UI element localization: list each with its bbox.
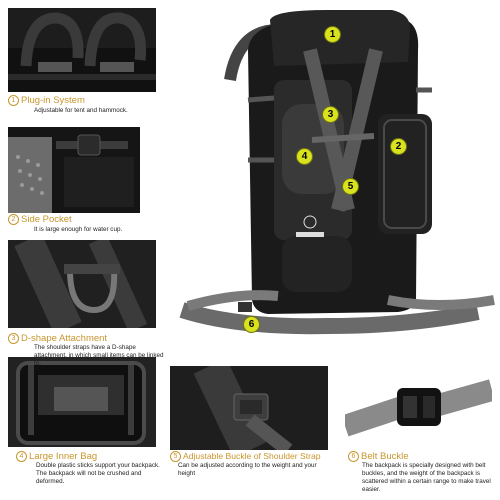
- feature-2-title-text: Side Pocket: [21, 214, 72, 225]
- feature-3-title-text: D-shape Attachment: [21, 333, 108, 344]
- photo-adjustable-buckle: [170, 366, 328, 450]
- feature-1-title-text: Plug-in System: [21, 95, 85, 106]
- feature-4-title-text: Large Inner Bag: [29, 451, 98, 462]
- photo-plug-in-system: [8, 8, 156, 92]
- feature-1-desc: Adjustable for tent and hammock.: [34, 107, 128, 114]
- photo-large-inner-bag: [8, 357, 156, 447]
- marker-2: 2: [390, 138, 407, 155]
- feature-6-title-text: Belt Buckle: [361, 451, 409, 462]
- photo-d-shape-attachment: [8, 240, 156, 328]
- feature-2-desc: It is large enough for water cup.: [34, 226, 123, 233]
- feature-5-number: 5: [170, 451, 181, 462]
- feature-3-desc: The shoulder straps have a D-shape attac…: [34, 344, 164, 367]
- marker-4: 4: [296, 148, 313, 165]
- feature-5-desc: Can be adjusted according to the weight …: [178, 462, 317, 477]
- marker-6: 6: [243, 316, 260, 333]
- feature-1-number: 1: [8, 95, 19, 106]
- feature-6-number: 6: [348, 451, 359, 462]
- feature-4-number: 4: [16, 451, 27, 462]
- photo-backpack-main: [178, 10, 500, 370]
- feature-5-title-text: Adjustable Buckle of Shoulder Strap: [183, 451, 321, 461]
- marker-1: 1: [324, 26, 341, 43]
- photo-side-pocket: [8, 127, 140, 213]
- marker-5: 5: [342, 178, 359, 195]
- photo-belt-buckle: [345, 366, 492, 450]
- feature-6-desc: The backpack is specially designed with …: [362, 462, 491, 493]
- marker-3: 3: [322, 106, 339, 123]
- feature-4-desc: Double plastic sticks support your backp…: [36, 462, 160, 485]
- feature-3-number: 3: [8, 333, 19, 344]
- feature-2-number: 2: [8, 214, 19, 225]
